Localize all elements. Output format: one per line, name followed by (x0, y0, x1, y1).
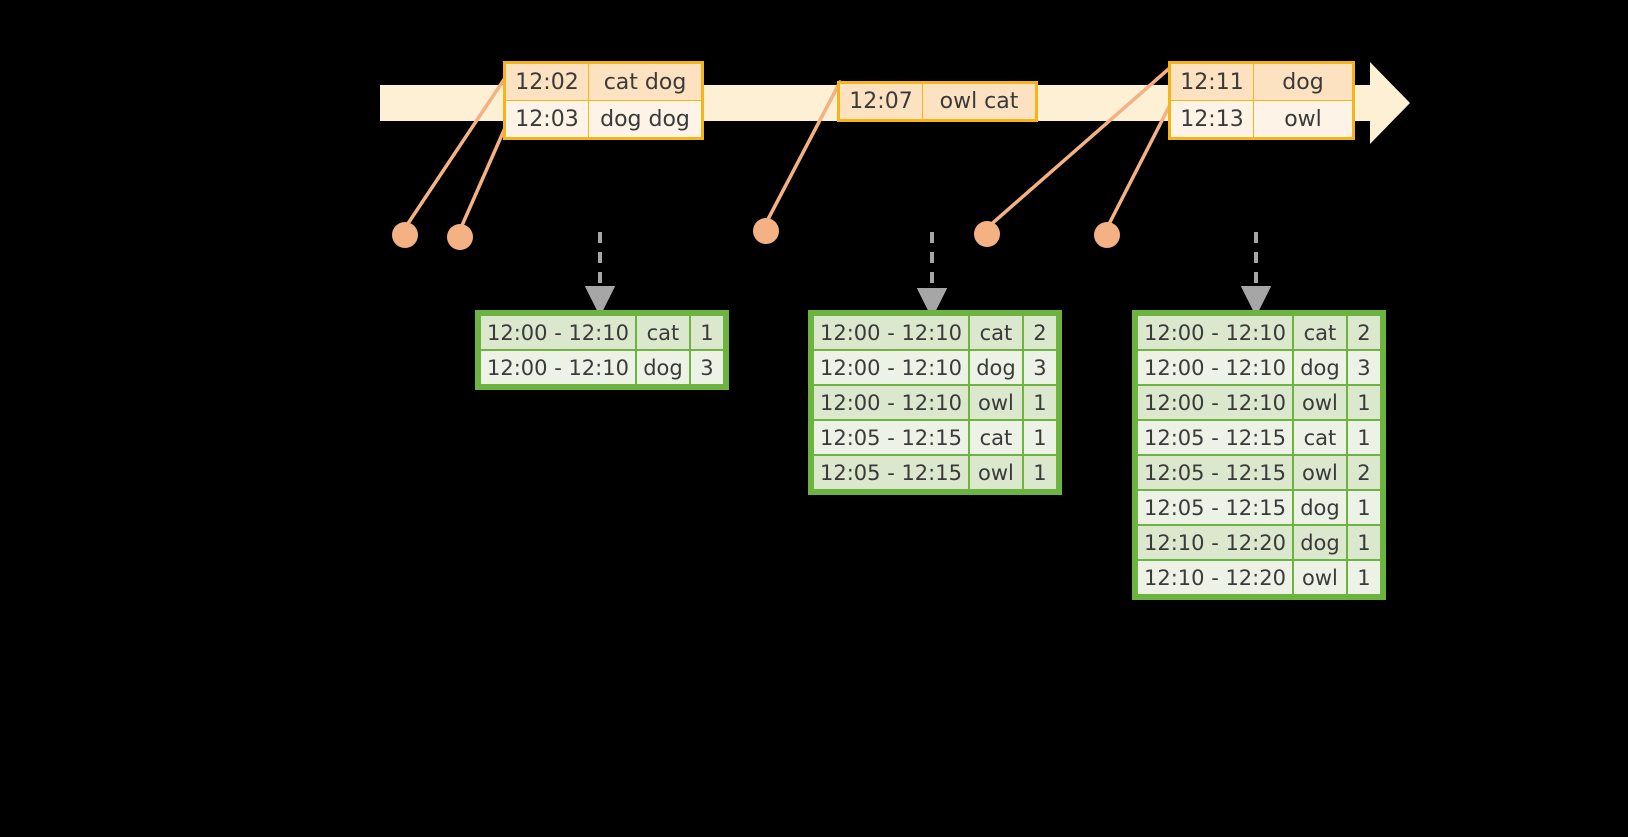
table-row: 12:00 - 12:10 dog 3 (481, 351, 723, 384)
down-arrow-1-head (584, 286, 616, 317)
count-cell: 2 (1347, 456, 1380, 489)
word-cell: owl (1293, 456, 1346, 489)
event-group-3[interactable]: 12:11 dog 12:13 owl (1168, 61, 1355, 140)
word-cell: owl (969, 456, 1022, 489)
count-cell: 2 (1023, 316, 1056, 349)
count-cell: 1 (1347, 526, 1380, 559)
word-cell: dog (1293, 351, 1346, 384)
event-words: dog dog (588, 100, 703, 139)
window-cell: 12:00 - 12:10 (481, 351, 635, 384)
word-cell: cat (969, 421, 1022, 454)
table-row: 12:05 - 12:15 dog 1 (1138, 491, 1380, 524)
event-words: dog (1253, 62, 1354, 101)
event-row: 12:03 dog dog (504, 100, 703, 139)
event-row: 12:13 owl (1169, 100, 1354, 139)
table-row: 12:00 - 12:10 owl 1 (814, 386, 1056, 419)
connector-line-5 (1105, 99, 1174, 230)
connector-dot-5 (1094, 222, 1120, 248)
event-words: owl (1253, 100, 1354, 139)
word-cell: cat (1293, 421, 1346, 454)
table-row: 12:00 - 12:10 dog 3 (1138, 351, 1380, 384)
window-cell: 12:00 - 12:10 (814, 316, 968, 349)
window-cell: 12:05 - 12:15 (814, 421, 968, 454)
event-time: 12:07 (838, 82, 923, 121)
window-cell: 12:00 - 12:10 (1138, 351, 1292, 384)
word-cell: dog (1293, 526, 1346, 559)
window-cell: 12:05 - 12:15 (1138, 421, 1292, 454)
event-words: cat dog (588, 62, 703, 101)
count-cell: 3 (1023, 351, 1056, 384)
connector-line-1 (403, 76, 507, 230)
event-row: 12:07 owl cat (838, 82, 1037, 121)
connector-line-2 (458, 119, 510, 232)
count-cell: 1 (1347, 561, 1380, 594)
connector-dot-1 (392, 222, 418, 248)
count-cell: 3 (1347, 351, 1380, 384)
count-cell: 2 (1347, 316, 1380, 349)
count-cell: 1 (690, 316, 723, 349)
window-cell: 12:00 - 12:10 (1138, 386, 1292, 419)
count-cell: 1 (1023, 421, 1056, 454)
word-cell: dog (1293, 491, 1346, 524)
event-row: 12:02 cat dog (504, 62, 703, 101)
event-row: 12:11 dog (1169, 62, 1354, 101)
connector-dot-4 (974, 221, 1000, 247)
result-table-2[interactable]: 12:00 - 12:10 cat 2 12:00 - 12:10 dog 3 … (808, 310, 1062, 495)
result-table-1[interactable]: 12:00 - 12:10 cat 1 12:00 - 12:10 dog 3 (475, 310, 729, 390)
connector-line-3 (763, 80, 842, 227)
window-cell: 12:10 - 12:20 (1138, 526, 1292, 559)
window-cell: 12:10 - 12:20 (1138, 561, 1292, 594)
window-cell: 12:00 - 12:10 (814, 386, 968, 419)
window-cell: 12:00 - 12:10 (1138, 316, 1292, 349)
event-time: 12:03 (504, 100, 589, 139)
event-time: 12:11 (1169, 62, 1254, 101)
result-table-3[interactable]: 12:00 - 12:10 cat 2 12:00 - 12:10 dog 3 … (1132, 310, 1386, 600)
table-row: 12:05 - 12:15 cat 1 (814, 421, 1056, 454)
count-cell: 3 (690, 351, 723, 384)
table-row: 12:05 - 12:15 owl 1 (814, 456, 1056, 489)
window-cell: 12:05 - 12:15 (814, 456, 968, 489)
down-arrow-3-head (1240, 286, 1272, 317)
table-row: 12:00 - 12:10 cat 2 (814, 316, 1056, 349)
count-cell: 1 (1023, 456, 1056, 489)
count-cell: 1 (1347, 491, 1380, 524)
table-row: 12:05 - 12:15 cat 1 (1138, 421, 1380, 454)
connector-dot-2 (447, 224, 473, 250)
word-cell: owl (1293, 386, 1346, 419)
table-row: 12:05 - 12:15 owl 2 (1138, 456, 1380, 489)
event-group-1[interactable]: 12:02 cat dog 12:03 dog dog (503, 61, 704, 140)
count-cell: 1 (1023, 386, 1056, 419)
table-row: 12:00 - 12:10 owl 1 (1138, 386, 1380, 419)
window-cell: 12:05 - 12:15 (1138, 491, 1292, 524)
word-cell: dog (969, 351, 1022, 384)
event-words: owl cat (922, 82, 1037, 121)
window-cell: 12:00 - 12:10 (814, 351, 968, 384)
window-cell: 12:00 - 12:10 (481, 316, 635, 349)
count-cell: 1 (1347, 421, 1380, 454)
word-cell: dog (636, 351, 689, 384)
table-row: 12:00 - 12:10 cat 2 (1138, 316, 1380, 349)
word-cell: owl (969, 386, 1022, 419)
count-cell: 1 (1347, 386, 1380, 419)
connector-dot-3 (753, 218, 779, 244)
event-time: 12:02 (504, 62, 589, 101)
flow-arrows (584, 232, 1272, 319)
window-cell: 12:05 - 12:15 (1138, 456, 1292, 489)
word-cell: cat (636, 316, 689, 349)
table-row: 12:10 - 12:20 dog 1 (1138, 526, 1380, 559)
word-cell: cat (1293, 316, 1346, 349)
table-row: 12:00 - 12:10 cat 1 (481, 316, 723, 349)
word-cell: owl (1293, 561, 1346, 594)
word-cell: cat (969, 316, 1022, 349)
event-group-2[interactable]: 12:07 owl cat (837, 81, 1038, 122)
table-row: 12:10 - 12:20 owl 1 (1138, 561, 1380, 594)
table-row: 12:00 - 12:10 dog 3 (814, 351, 1056, 384)
event-time: 12:13 (1169, 100, 1254, 139)
